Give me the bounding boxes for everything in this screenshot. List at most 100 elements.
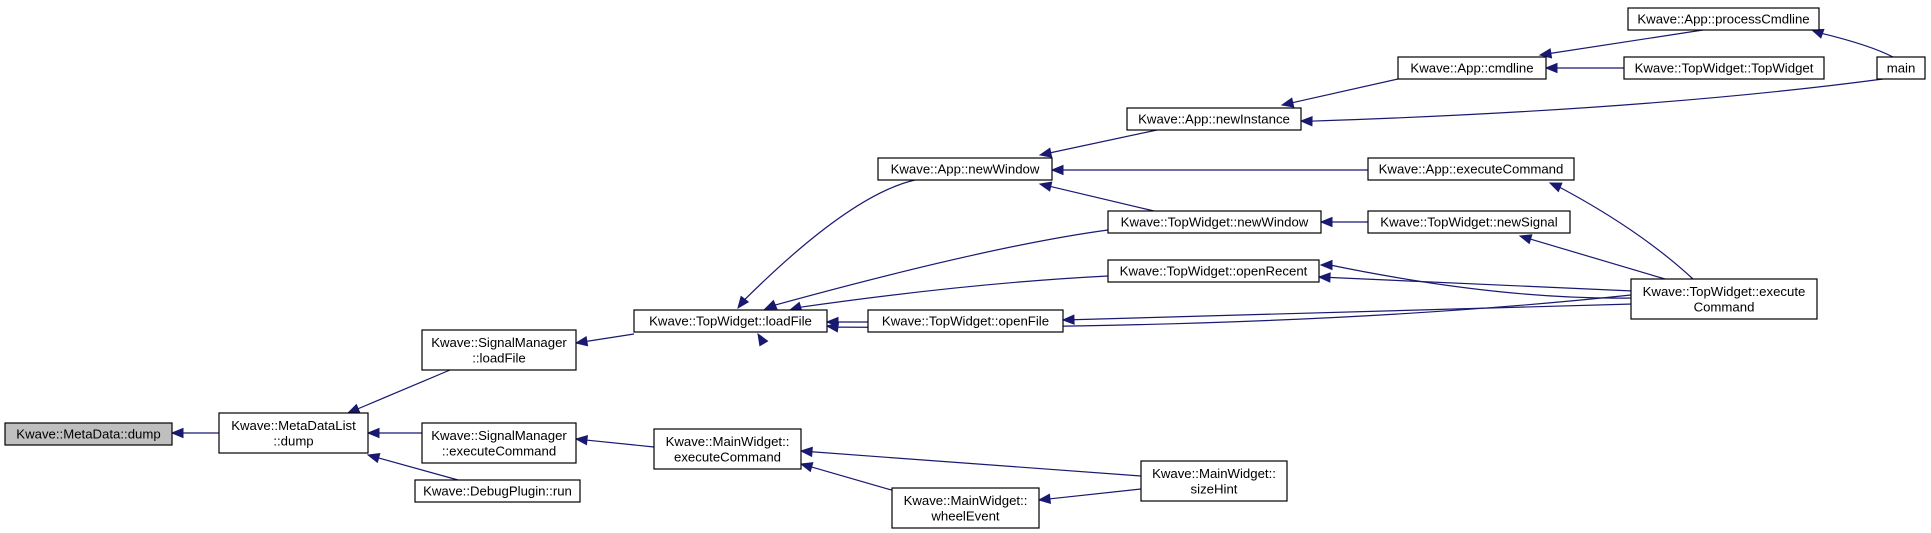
node-box[interactable] (218, 412, 369, 454)
node-box[interactable] (414, 479, 581, 503)
arrow-head-icon (757, 332, 769, 347)
node-box[interactable] (1140, 460, 1288, 502)
node-box[interactable] (1876, 56, 1926, 80)
edge-topwidget-newsignal-to-topwidget-newwindow (1319, 216, 1368, 228)
arrow-head-icon (1037, 493, 1051, 504)
edges-layer (170, 28, 1894, 504)
edge-topwidget-newwindow-to-app-newwindow (1038, 181, 1155, 212)
edge-line (743, 179, 916, 302)
edge-app-processcmdline-to-app-cmdline (1538, 29, 1704, 59)
edge-line (809, 465, 896, 492)
node-label: Kwave::MetaDataList (231, 418, 356, 433)
edge-mainwidget-wheelevent-to-mainwidget-executecommand (799, 462, 896, 492)
node-topwidget-newsignal[interactable]: Kwave::TopWidget::newSignal (1367, 210, 1571, 234)
edge-app-executecommand-to-app-newwindow (1050, 164, 1368, 176)
node-topwidget-openfile[interactable]: Kwave::TopWidget::openFile (867, 309, 1064, 333)
node-box[interactable] (421, 422, 577, 464)
node-metadata-dump[interactable]: Kwave::MetaData::dump (4, 422, 173, 446)
node-label: Kwave::MainWidget:: (666, 434, 790, 449)
node-label: sizeHint (1191, 481, 1238, 496)
edge-topwidget-executecommand-to-topwidget-openfile (1061, 303, 1634, 325)
arrow-head-icon (1518, 234, 1533, 245)
edge-main-to-app-newinstance (1299, 78, 1884, 127)
node-box[interactable] (1630, 278, 1818, 320)
node-box[interactable] (1107, 259, 1320, 283)
node-label: executeCommand (674, 449, 781, 464)
node-box[interactable] (877, 157, 1053, 181)
nodes-layer: Kwave::MetaData::dump Kwave::MetaDataList… (4, 7, 1926, 529)
node-signalmanager-loadfile[interactable]: Kwave::SignalManager::loadFile (421, 329, 577, 371)
node-signalmanager-executecommand[interactable]: Kwave::SignalManager::executeCommand (421, 422, 577, 464)
arrow-head-icon (366, 427, 380, 439)
arrow-head-icon (1061, 314, 1075, 325)
node-box[interactable] (891, 487, 1040, 529)
node-box[interactable] (1126, 107, 1302, 131)
node-metadatalist-dump[interactable]: Kwave::MetaDataList::dump (218, 412, 369, 454)
arrow-head-icon (1038, 147, 1053, 158)
node-box[interactable] (4, 422, 173, 446)
node-box[interactable] (1397, 56, 1547, 80)
node-label: Kwave::TopWidget::TopWidget (1635, 61, 1814, 76)
node-app-processcmdline[interactable]: Kwave::App::processCmdline (1627, 7, 1820, 31)
node-box[interactable] (1367, 210, 1571, 234)
node-topwidget-loadfile[interactable]: Kwave::TopWidget::loadFile (633, 309, 828, 333)
node-box[interactable] (867, 309, 1064, 333)
node-box[interactable] (1107, 210, 1322, 234)
edge-line (1528, 237, 1666, 280)
node-label: Kwave::MetaData::dump (16, 427, 160, 442)
arrow-head-icon (366, 453, 381, 464)
node-app-executecommand[interactable]: Kwave::App::executeCommand (1367, 157, 1575, 181)
node-label: Kwave::TopWidget::newWindow (1121, 215, 1309, 230)
node-label: Kwave::TopWidget::newSignal (1380, 215, 1557, 230)
arrow-head-icon (1544, 62, 1558, 74)
node-mainwidget-wheelevent[interactable]: Kwave::MainWidget::wheelEvent (891, 487, 1040, 529)
arrow-head-icon (825, 322, 840, 333)
arrow-head-icon (799, 462, 814, 473)
node-box[interactable] (633, 309, 828, 333)
edge-line (1557, 185, 1694, 280)
edge-topwidget-executecommand-to-topwidget-newsignal (1518, 234, 1666, 280)
node-label: ::executeCommand (442, 443, 556, 458)
node-mainwidget-sizehint[interactable]: Kwave::MainWidget::sizeHint (1140, 460, 1288, 502)
edge-line (773, 229, 1109, 307)
node-label: Kwave::SignalManager (431, 335, 567, 350)
arrow-head-icon (1280, 97, 1295, 108)
node-label: Kwave::SignalManager (431, 428, 567, 443)
node-label: Kwave::TopWidget::openRecent (1120, 264, 1308, 279)
node-topwidget-openrecent[interactable]: Kwave::TopWidget::openRecent (1107, 259, 1320, 283)
edge-line (1548, 29, 1704, 55)
node-main[interactable]: main (1876, 56, 1926, 80)
arrow-head-icon (763, 299, 778, 310)
arrow-head-icon (737, 295, 750, 310)
node-box[interactable] (1623, 56, 1825, 80)
node-label: Kwave::App::cmdline (1410, 61, 1533, 76)
arrow-head-icon (1317, 272, 1331, 283)
edge-line (1329, 264, 1634, 299)
arrow-head-icon (1319, 216, 1333, 228)
edge-line (1047, 488, 1142, 500)
node-box[interactable] (1627, 7, 1820, 31)
node-topwidget-executecommand[interactable]: Kwave::TopWidget::executeCommand (1630, 278, 1818, 320)
node-label: Kwave::TopWidget::loadFile (649, 314, 812, 329)
node-topwidget-newwindow[interactable]: Kwave::TopWidget::newWindow (1107, 210, 1322, 234)
edge-app-newinstance-to-app-newwindow (1038, 129, 1158, 158)
node-label: Kwave::TopWidget::execute (1643, 284, 1806, 299)
node-mainwidget-executecommand[interactable]: Kwave::MainWidget::executeCommand (653, 428, 802, 470)
node-box[interactable] (421, 329, 577, 371)
edge-topwidget-openrecent-to-topwidget-loadfile (788, 275, 1109, 312)
edge-mainwidget-executecommand-to-signalmanager-executecommand (574, 434, 655, 448)
node-debugplugin-run[interactable]: Kwave::DebugPlugin::run (414, 479, 581, 503)
arrow-head-icon (1319, 259, 1333, 271)
node-topwidget-topwidget[interactable]: Kwave::TopWidget::TopWidget (1623, 56, 1825, 80)
node-app-newwindow[interactable]: Kwave::App::newWindow (877, 157, 1053, 181)
node-app-cmdline[interactable]: Kwave::App::cmdline (1397, 56, 1547, 80)
arrow-head-icon (1538, 48, 1553, 59)
node-box[interactable] (1367, 157, 1575, 181)
node-label: Kwave::MainWidget:: (904, 493, 1028, 508)
edge-line (1327, 276, 1634, 292)
node-box[interactable] (653, 428, 802, 470)
node-app-newinstance[interactable]: Kwave::App::newInstance (1126, 107, 1302, 131)
arrow-head-icon (1050, 164, 1064, 176)
node-label: ::dump (273, 433, 313, 448)
